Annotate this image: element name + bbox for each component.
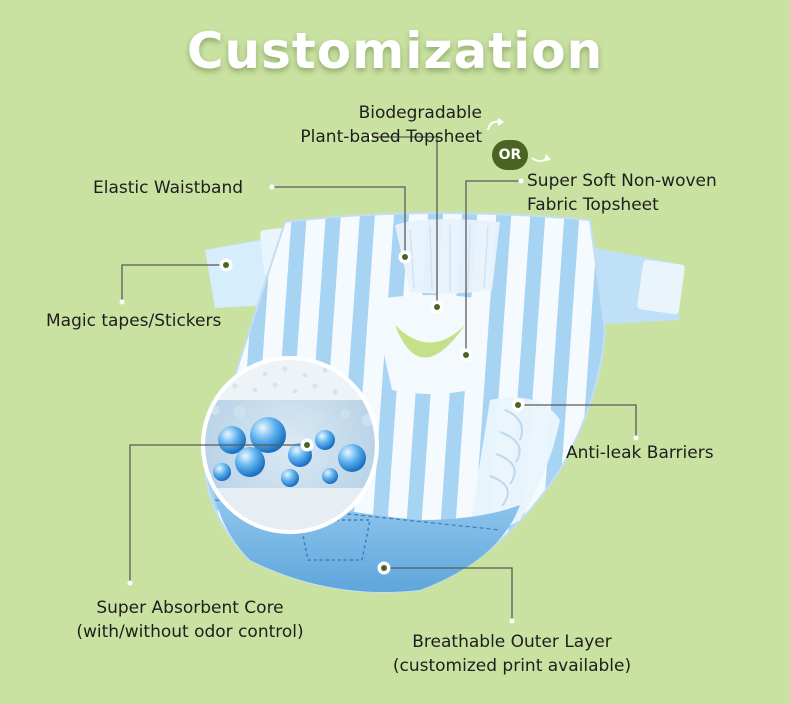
- label-biodegradable-topsheet: Biodegradable Plant-based Topsheet: [250, 101, 482, 149]
- label-super-soft-topsheet: Super Soft Non-woven Fabric Topsheet: [527, 169, 717, 217]
- label-line: Fabric Topsheet: [527, 195, 659, 215]
- label-absorbent-core: Super Absorbent Core (with/without odor …: [40, 596, 340, 644]
- label-elastic-waistband: Elastic Waistband: [93, 178, 244, 198]
- label-line: (customized print available): [392, 656, 632, 676]
- label-line: (with/without odor control): [76, 622, 304, 642]
- label-line: Super Soft Non-woven: [527, 171, 717, 191]
- arrow-head-icon: [498, 118, 504, 126]
- label-line: Super Absorbent Core: [96, 598, 284, 618]
- label-magic-tapes: Magic tapes/Stickers: [46, 311, 222, 331]
- label-line: Breathable Outer Layer: [412, 632, 612, 652]
- label-outer-layer: Breathable Outer Layer (customized print…: [362, 630, 662, 678]
- right-tape: [580, 245, 685, 325]
- arrow-head-icon: [544, 154, 551, 161]
- label-line: Biodegradable: [358, 103, 482, 123]
- leader-lines: [121, 136, 637, 621]
- or-badge: OR: [492, 140, 528, 170]
- label-line: Plant-based Topsheet: [300, 127, 482, 147]
- label-anti-leak-barriers: Anti-leak Barriers: [566, 443, 714, 463]
- page-title: Customization: [186, 22, 604, 80]
- leader-endpoints: [119, 134, 639, 624]
- marker-dots: [219, 250, 525, 575]
